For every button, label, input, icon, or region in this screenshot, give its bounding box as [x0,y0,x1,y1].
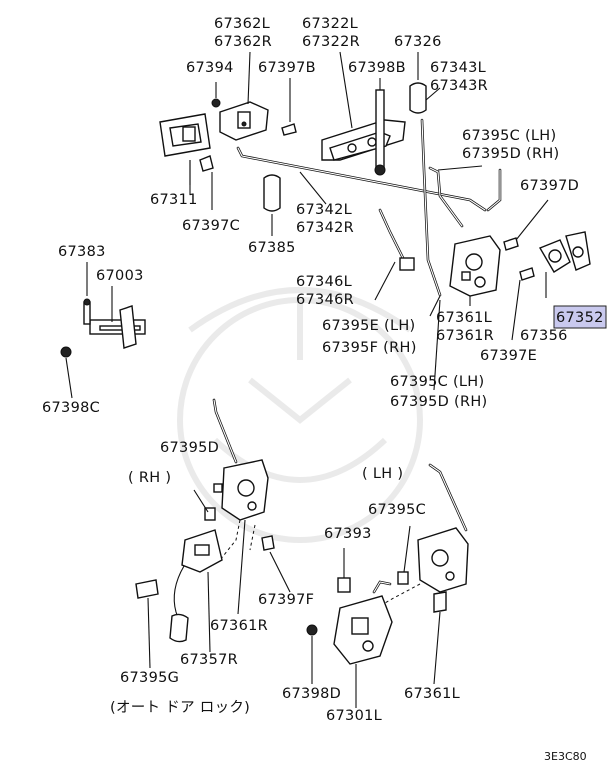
label-67395E-lh: 67395E (LH) [322,318,416,334]
label-67326: 67326 [394,34,442,50]
label-67361-l-top: 67361L [436,310,492,326]
inside-handle-67311 [159,113,211,185]
label-67342-r: 67342R [296,220,354,236]
label-67343-l: 67343L [430,60,486,76]
label-rh: ( RH ) [128,470,171,486]
leader-lines-top [189,51,483,391]
label-67395D-rh-mid: 67395D (RH) [390,394,488,410]
label-67346-r: 67346R [296,292,354,308]
label-67394: 67394 [186,60,234,76]
label-67322-l: 67322L [302,16,358,32]
door-latch-67361-top [449,235,501,306]
label-67342-l: 67342L [296,202,352,218]
label-67356: 67356 [520,328,568,344]
cap-67326 [409,52,427,114]
screw-67397C [199,155,214,210]
label-67397E: 67397E [480,348,537,364]
label-67361-r-top: 67361R [436,328,494,344]
label-67362-l: 67362L [214,16,270,32]
label-67398D: 67398D [282,686,341,702]
label-67322-r: 67322R [302,34,360,50]
label-67385: 67385 [248,240,296,256]
label-67352: 67352 [556,310,604,326]
label-67397B: 67397B [258,60,316,76]
door-check-67003 [89,286,146,349]
label-67395C-lh-mid: 67395C (LH) [390,374,484,390]
bushing-67385 [263,174,281,236]
label-67395G: 67395G [120,670,179,686]
label-67361R: 67361R [210,618,268,634]
label-67395C-lh-top: 67395C (LH) [462,128,556,144]
bezel-67362 [219,101,269,141]
lh-assembly [306,463,469,708]
bolt-67398B [374,78,386,176]
rh-assembly [135,398,291,669]
screw-67397B [281,78,297,136]
screw-67394 [211,82,221,108]
bolt-67398C [60,346,73,399]
label-67393: 67393 [324,526,372,542]
label-67383: 67383 [58,244,106,260]
label-67395D-rh-top: 67395D (RH) [462,146,560,162]
diagram-code: 3E3C80 [544,750,587,763]
label-67397C: 67397C [182,218,240,234]
label-67343-r: 67343R [430,78,488,94]
striker-assembly [538,231,591,298]
label-67003: 67003 [96,268,144,284]
label-67398C: 67398C [42,400,100,416]
label-67398B: 67398B [348,60,406,76]
part-labels: 67362L 67362R 67322L 67322R 67326 67394 … [42,16,607,763]
watermark-emblem [177,287,423,543]
label-67395F-rh: 67395F (RH) [322,340,417,356]
label-auto-door-lock: (オート ドア ロック) [110,699,250,716]
clip-67346 [374,257,415,301]
label-67397D: 67397D [520,178,579,194]
label-67301L: 67301L [326,708,382,724]
screw-67397E [511,267,535,341]
label-67395D-rh: 67395D [160,440,219,456]
label-67346-l: 67346L [296,274,352,290]
label-lh: ( LH ) [362,466,403,482]
highlight-67352 [553,305,607,329]
label-67357R: 67357R [180,652,238,668]
control-rods-top [236,118,502,297]
label-67395C-lh: 67395C [368,502,426,518]
label-67362-r: 67362R [214,34,272,50]
bolt-67383 [83,262,91,325]
label-67397F: 67397F [258,592,314,608]
screw-67397D [503,199,549,251]
label-67361L: 67361L [404,686,460,702]
label-67311: 67311 [150,192,198,208]
outside-handle-67322 [321,119,406,161]
